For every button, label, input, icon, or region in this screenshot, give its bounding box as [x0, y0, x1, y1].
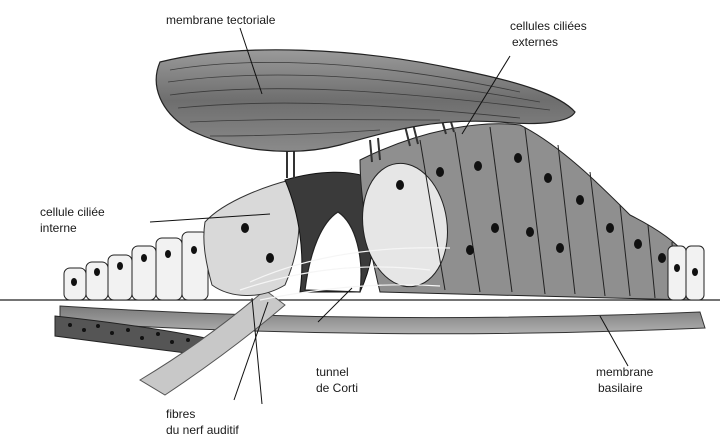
- label-outer-hair-cells-line1: cellules ciliées: [510, 19, 587, 33]
- label-inner-hair-cell-line2: interne: [40, 221, 77, 235]
- label-basilar-line1: membrane: [596, 365, 654, 379]
- label-nerve-line1: fibres: [166, 407, 195, 421]
- label-inner-hair-cell-line1: cellule ciliée: [40, 205, 105, 219]
- left-supporting-cells: [64, 232, 208, 300]
- label-basilar-line2: basilaire: [598, 381, 643, 395]
- label-tectorial-membrane: membrane tectoriale: [166, 13, 276, 27]
- label-nerve-line2: du nerf auditif: [166, 423, 239, 437]
- inner-hair-cell-nucleus: [241, 223, 249, 233]
- right-supporting-cells: [668, 246, 704, 300]
- inner-cell-nucleus-2: [266, 253, 274, 263]
- label-tunnel-line1: tunnel: [316, 365, 349, 379]
- label-tunnel-line2: de Corti: [316, 381, 358, 395]
- label-outer-hair-cells-line2: externes: [512, 35, 558, 49]
- inner-hair-cell: [204, 180, 299, 296]
